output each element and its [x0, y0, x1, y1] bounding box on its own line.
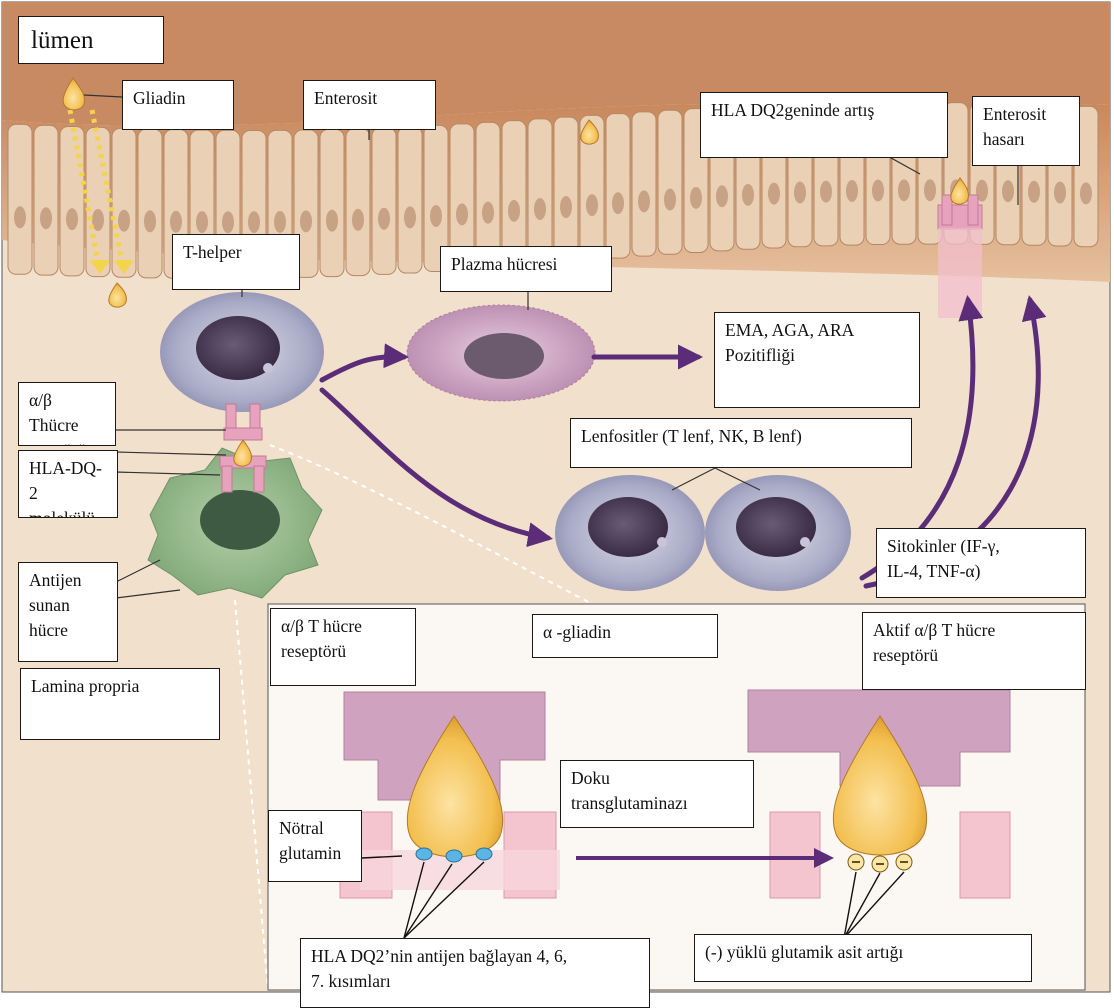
plasma-cell-label: Plazma hücresi — [440, 246, 612, 292]
enterocyte-nucleus — [14, 206, 26, 228]
enterocyte-nucleus — [690, 187, 702, 209]
enterocyte-nucleus — [1080, 182, 1092, 204]
active-receptor-label: Aktif α/β T hücre reseptörü — [862, 612, 1086, 690]
enterosit-label: Enterosit — [303, 80, 436, 130]
lamina-propria-label: Lamina propria — [20, 668, 220, 740]
enterocyte-cell-icon — [320, 129, 344, 276]
inset-ab-receptor-label: α/β T hücre reseptörü — [270, 608, 416, 686]
lymphocytes-label: Lenfositler (T lenf, NK, B lenf) — [570, 418, 912, 468]
plasma-cell-icon — [407, 305, 595, 401]
enterocyte-cell-icon — [528, 119, 552, 264]
enterocyte-cell-icon — [60, 126, 84, 275]
enterocyte-cell-icon — [632, 112, 656, 256]
enterocyte-nucleus — [742, 184, 754, 206]
hla-dq2-increase-label: HLA DQ2geninde artış — [700, 92, 948, 158]
cytokines-label: Sitokinler (IF-γ, IL-4, TNF-α) — [876, 528, 1086, 598]
lymphocyte-cell-icon — [555, 475, 705, 591]
enterocyte-nucleus — [404, 206, 416, 228]
enterocyte-nucleus — [300, 210, 312, 232]
enterocyte-cell-icon — [372, 128, 396, 275]
enterocyte-nucleus — [664, 189, 676, 211]
glutamic-acid-icon — [848, 854, 912, 872]
enterocyte-cell-icon — [138, 129, 162, 278]
enterocyte-nucleus — [1054, 182, 1066, 204]
enterocyte-nucleus — [560, 196, 572, 218]
enterocyte-nucleus — [534, 198, 546, 220]
enterocyte-nucleus — [118, 210, 130, 232]
enterocyte-nucleus — [846, 180, 858, 202]
enterocyte-nucleus — [430, 205, 442, 227]
enterocyte-cell-icon — [502, 121, 526, 266]
enterocyte-nucleus — [820, 181, 832, 203]
lumen-label: lümen — [18, 16, 164, 64]
hla-binding-sites-label: HLA DQ2’nin antijen bağlayan 4, 6, 7. kı… — [300, 938, 650, 1008]
neutral-glutamine-label: Nötral glutamin — [268, 810, 362, 882]
alpha-gliadin-label: α -gliadin — [532, 614, 718, 658]
enterocyte-cell-icon — [606, 114, 630, 259]
enterocyte-nucleus — [898, 179, 910, 201]
glutamic-acid-label: (-) yüklü glutamik asit artığı — [694, 934, 1032, 982]
enterocyte-nucleus — [456, 203, 468, 225]
t-helper-cell-icon — [160, 292, 324, 412]
enterocyte-nucleus — [170, 211, 182, 233]
enterocyte-nucleus — [1028, 181, 1040, 203]
t-helper-label: T-helper — [172, 234, 300, 290]
enterocyte-nucleus — [716, 185, 728, 207]
enterocyte-cell-icon — [554, 117, 578, 262]
ab-receptor-label: α/β Thücre resptörü — [18, 382, 116, 446]
tissue-transglutaminase-label: Doku transglutaminazı — [560, 760, 754, 828]
enterocyte-nucleus — [222, 211, 234, 233]
gliadin-label: Gliadin — [122, 80, 234, 130]
enterocyte-nucleus — [794, 182, 806, 204]
enterocyte-nucleus — [1002, 180, 1014, 202]
enterocyte-nucleus — [274, 211, 286, 233]
enterocyte-nucleus — [352, 209, 364, 231]
enterocyte-nucleus — [482, 202, 494, 224]
enterocyte-nucleus — [40, 207, 52, 229]
enterocyte-nucleus — [872, 180, 884, 202]
antigen-presenting-cell-label: Antijen sunan hücre — [18, 562, 118, 662]
enterocyte-nucleus — [248, 211, 260, 233]
enterocyte-nucleus — [144, 210, 156, 232]
enterocyte-cell-icon — [398, 127, 422, 273]
hla-dq2-molecule-label: HLA-DQ- 2 molekülü — [18, 450, 118, 518]
receptor-icon — [938, 195, 982, 318]
enterocyte-cell-icon — [8, 124, 32, 274]
enterocyte-cell-icon — [346, 129, 370, 276]
enterocyte-nucleus — [378, 208, 390, 230]
enterocyte-cell-icon — [112, 128, 136, 277]
enterocyte-nucleus — [66, 208, 78, 230]
enterocyte-damage-label: Enterosit hasarı — [972, 96, 1080, 166]
enterocyte-nucleus — [924, 179, 936, 201]
enterocyte-cell-icon — [34, 125, 58, 275]
enterocyte-nucleus — [508, 200, 520, 222]
enterocyte-nucleus — [638, 190, 650, 212]
lymphocyte-cell-icon — [705, 475, 851, 591]
neutral-glutamine-icon — [416, 848, 492, 862]
enterocyte-nucleus — [768, 183, 780, 205]
enterocyte-nucleus — [586, 194, 598, 216]
antibody-positivity-label: EMA, AGA, ARA Pozitifliği — [714, 312, 920, 408]
enterocyte-cell-icon — [658, 110, 682, 254]
enterocyte-nucleus — [326, 210, 338, 232]
enterocyte-nucleus — [612, 192, 624, 214]
enterocyte-nucleus — [196, 211, 208, 233]
